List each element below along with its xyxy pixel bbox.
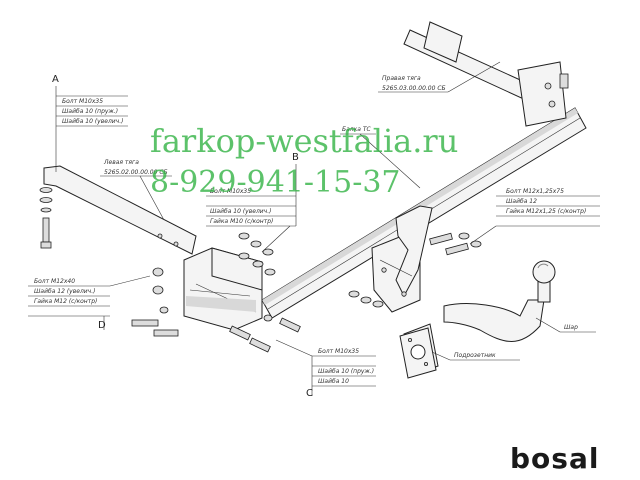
left-bar-name: Левая тяга <box>103 159 139 166</box>
callout-d-line-3: Гайка М12 (с/контр) <box>34 298 97 305</box>
plate-label: Подрозетник <box>454 352 496 359</box>
callout-right-line-1: Болт М12х1,25х75 <box>506 188 564 195</box>
callout-plate: Подрозетник <box>431 351 520 361</box>
callout-c-line-2: Шайба 10 (пруж.) <box>318 368 374 375</box>
ball-label: Шар <box>564 324 578 331</box>
tow-ball <box>443 260 556 342</box>
callout-d-line-2: Шайба 12 (увелич.) <box>34 288 95 295</box>
label-c: C <box>306 388 313 399</box>
callout-c: Болт М10х35 Шайба 10 (пруж.) Шайба 10 C <box>275 339 376 399</box>
callout-c-line-1: Болт М10х35 <box>318 348 359 355</box>
bolts-c-group <box>229 314 301 353</box>
beam-label: Балка ТС <box>342 126 372 133</box>
callout-b: B Болт М10х35 Шайба 10 (увелич.) Гайка М… <box>206 152 299 253</box>
callout-a-line-3: Шайба 10 (увелич.) <box>62 118 123 125</box>
bolts-d-group <box>131 267 179 337</box>
callout-right-line-3: Гайка М12х1,25 (с/контр) <box>506 208 586 215</box>
right-side-bar <box>403 21 569 127</box>
callout-d-line-1: Болт М12х40 <box>34 278 75 285</box>
callout-right-bar: Правая тяга 5265.03.00.00.00 СБ <box>378 61 501 93</box>
callout-a: A Болт М10х35 Шайба 10 (пруж.) Шайба 10 … <box>52 74 128 172</box>
callout-b-line-2: Шайба 10 (увелич.) <box>210 208 271 215</box>
callout-a-line-1: Болт М10х35 <box>62 98 103 105</box>
label-d: D <box>98 320 106 331</box>
callout-a-line-2: Шайба 10 (пруж.) <box>62 108 118 115</box>
label-b: B <box>292 152 299 163</box>
bolt-stack-a <box>39 187 53 249</box>
socket-plate <box>399 323 439 379</box>
watermark-site: farkop-westfalia.ru <box>150 122 458 160</box>
callout-ball: Шар <box>535 317 596 333</box>
callout-c-line-3: Шайба 10 <box>318 378 349 385</box>
callout-left-bar: Левая тяга 5265.02.00.00.00 СБ <box>100 159 172 221</box>
bolts-b-group <box>238 232 276 276</box>
callout-d: Болт М12х40 Шайба 12 (увелич.) Гайка М12… <box>28 275 151 331</box>
bosal-logo: bosal <box>510 442 599 475</box>
callout-beam: Балка ТС <box>340 126 421 189</box>
right-bar-code: 5265.03.00.00.00 СБ <box>382 85 446 92</box>
bolts-right-group <box>348 232 482 308</box>
watermark-phone: 8-929-941-15-37 <box>150 165 401 200</box>
center-bracket <box>371 205 433 313</box>
callout-b-line-3: Гайка М10 (с/контр) <box>210 218 273 225</box>
callout-right: Болт М12х1,25х75 Шайба 12 Гайка М12х1,25… <box>469 188 600 245</box>
left-side-bar <box>43 165 197 255</box>
label-a: A <box>52 74 59 85</box>
right-bar-name: Правая тяга <box>382 75 421 82</box>
left-bracket <box>183 247 263 331</box>
left-bar-code: 5265.02.00.00.00 СБ <box>104 169 168 176</box>
callout-right-line-2: Шайба 12 <box>506 198 537 205</box>
callout-b-line-1: Болт М10х35 <box>210 188 251 195</box>
